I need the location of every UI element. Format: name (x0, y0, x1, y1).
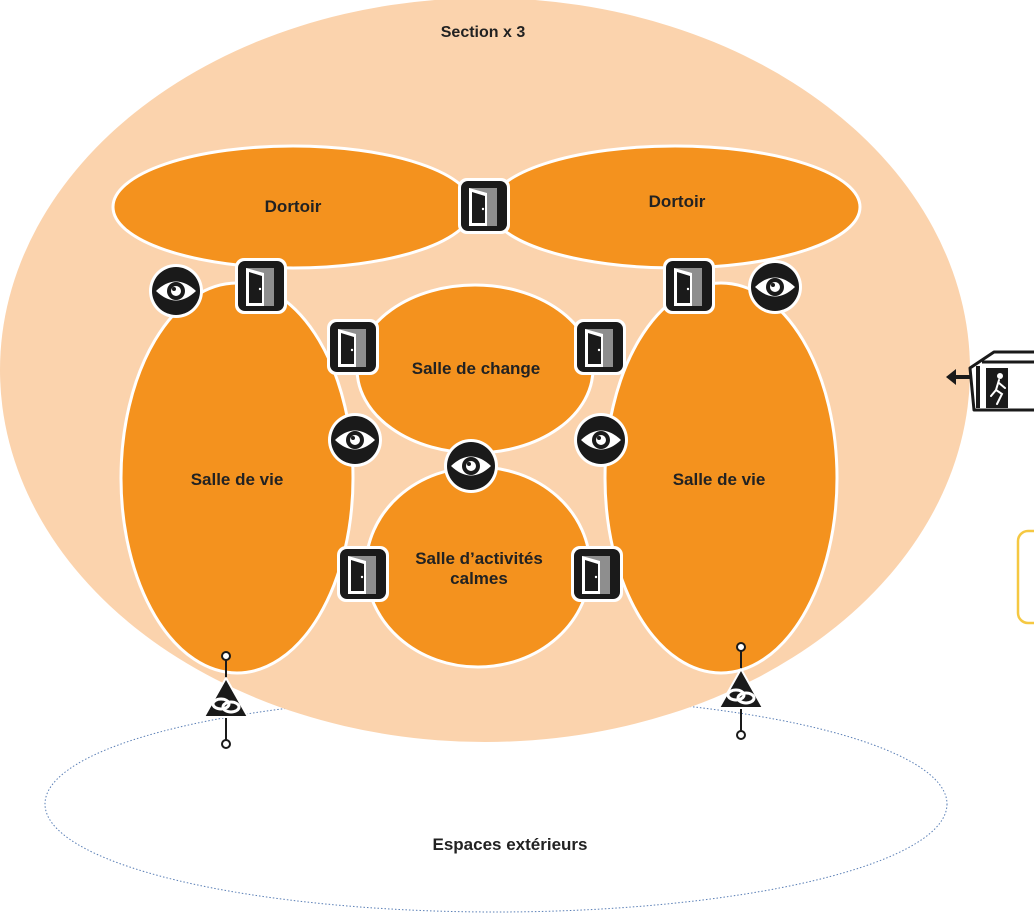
salle-vie-right-label: Salle de vie (673, 470, 766, 489)
door-icon (235, 258, 287, 314)
eye-icon (574, 413, 628, 467)
outdoor-label: Espaces extérieurs (433, 835, 588, 854)
exit-icon (946, 350, 1034, 412)
door-icon (337, 546, 389, 602)
door-icon (574, 319, 626, 375)
section-label: Section x 3 (441, 24, 526, 41)
door-icon (571, 546, 623, 602)
door-icon (327, 319, 379, 375)
eye-icon (149, 264, 203, 318)
salle-activites-label-line1: Salle d’activités (415, 549, 543, 568)
eye-icon (748, 260, 802, 314)
eye-icon (444, 439, 498, 493)
outdoor-area (44, 695, 948, 913)
salle-change-label: Salle de change (412, 359, 541, 378)
dortoir-left-label: Dortoir (265, 197, 322, 216)
note-box (1016, 529, 1034, 625)
door-icon (663, 258, 715, 314)
eye-icon (328, 413, 382, 467)
door-icon (458, 178, 510, 234)
dortoir-right-label: Dortoir (649, 192, 706, 211)
salle-vie-left-label: Salle de vie (191, 470, 284, 489)
room-salle-vie-right[interactable] (603, 281, 839, 675)
salle-activites-label-line2: calmes (450, 569, 508, 588)
